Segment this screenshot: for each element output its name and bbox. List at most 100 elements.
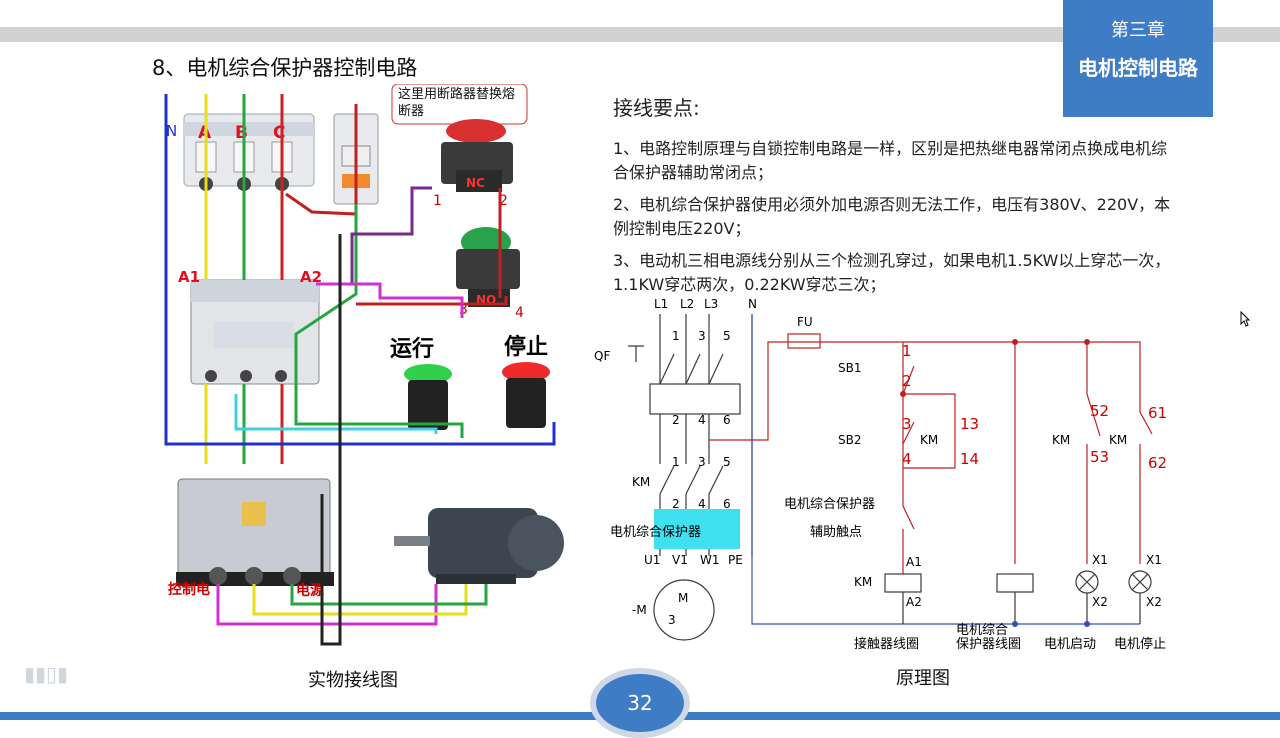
motor-phase-label: 3	[668, 613, 676, 627]
bottom-label-motor-stop: 电机停止	[1114, 636, 1166, 652]
term-mid-2: 2	[672, 413, 680, 427]
phase-label-b: B	[235, 123, 248, 143]
motor-term-w1: W1	[700, 553, 720, 567]
note-item-1: 1、电路控制原理与自锁控制电路是一样，区别是把热继电器常闭点换成电机综合保护器辅…	[613, 139, 1168, 182]
lamp-stop-x2: X2	[1146, 595, 1162, 609]
stop-indicator-lamp	[502, 362, 550, 428]
protector-left-label: 控制电	[168, 581, 210, 598]
contact-num-13: 13	[960, 415, 979, 433]
term-km-1: 1	[672, 455, 680, 469]
bottom-label-contactor-coil: 接触器线圈	[854, 636, 919, 652]
schematic-diagram: L1 L2 L3 N QF FU KM SB1 SB2 KM KM KM 1 3…	[594, 297, 1167, 652]
line-label-n: N	[748, 297, 757, 311]
control-devices	[884, 570, 1152, 624]
stop-label: 停止	[504, 334, 548, 360]
term-km-5: 5	[723, 455, 731, 469]
contact-num-61: 61	[1148, 404, 1167, 422]
nc-terminal-1: 1	[433, 193, 442, 209]
term-top-3: 3	[698, 329, 706, 343]
term-km-4: 4	[698, 497, 706, 511]
term-top-1: 1	[672, 329, 680, 343]
control-wiring	[709, 333, 1153, 574]
line-label-l1: L1	[654, 297, 668, 311]
contact-num-2: 2	[902, 372, 912, 390]
photo-caption: 实物接线图	[308, 670, 398, 691]
motor-term-pe: PE	[728, 553, 743, 567]
phase-label-c: C	[273, 123, 285, 143]
fu-label: FU	[797, 315, 813, 329]
chapter-number: 第三章	[1111, 20, 1165, 41]
note-item-2: 2、电机综合保护器使用必须外加电源否则无法工作，电压有380V、220V，本例控…	[613, 195, 1171, 238]
lamp-run-x2: X2	[1092, 595, 1108, 609]
nc-terminal-2: 2	[499, 193, 508, 209]
lamp-stop-x1: X1	[1146, 553, 1162, 567]
motor-protector	[176, 478, 334, 586]
lamp-run-x1: X1	[1092, 553, 1108, 567]
sb1-label: SB1	[838, 361, 861, 375]
contactor	[190, 279, 320, 385]
qf-label: QF	[594, 349, 610, 363]
coil-a1-label: A1	[178, 268, 200, 286]
motor-term-u1: U1	[644, 553, 660, 567]
motor-m-label: M	[678, 591, 688, 605]
term-mid-4: 4	[698, 413, 706, 427]
km-61-label: KM	[1109, 433, 1127, 447]
contact-num-1: 1	[902, 342, 912, 360]
notes-section: 接线要点: 1、电路控制原理与自锁控制电路是一样，区别是把热继电器常闭点换成电机…	[613, 92, 1173, 305]
nc-label: NC	[466, 176, 485, 190]
term-mid-6: 6	[723, 413, 731, 427]
chapter-tab: 第三章 电机控制电路	[1063, 0, 1213, 117]
slide-title: 8、电机综合保护器控制电路	[152, 56, 418, 80]
wiring-photo-diagram: A B C N 这里用断路器替换熔断器 NC 1 2 NO 3 4 A1 A2 …	[164, 83, 564, 646]
term-km-2: 2	[672, 497, 680, 511]
protector-label: 电机综合保护器	[610, 525, 701, 540]
callout-text: 这里用断路器替换熔断器	[398, 87, 516, 119]
km-main-label: KM	[632, 475, 650, 489]
coil-km-label: KM	[854, 575, 872, 589]
bottom-label-motor-start: 电机启动	[1044, 637, 1096, 652]
coil-a2-label: A2	[906, 595, 922, 609]
aux-contact-label-2: 辅助触点	[810, 525, 862, 540]
km-52-label: KM	[1052, 433, 1070, 447]
motor-tag: -M	[632, 603, 647, 617]
wiring-photo-panel: A B C N 这里用断路器替换熔断器 NC 1 2 NO 3 4 A1 A2 …	[136, 83, 585, 659]
km-aux-label: KM	[920, 433, 938, 447]
run-label: 运行	[390, 336, 434, 362]
page-number: 32	[627, 691, 653, 715]
notes-heading: 接线要点:	[613, 96, 700, 120]
protector-right-label: 电源	[296, 582, 324, 599]
sb2-label: SB2	[838, 433, 861, 447]
bottom-label-protector-2: 保护器线圈	[956, 637, 1021, 652]
page-number-badge: 32	[590, 668, 690, 738]
run-indicator-lamp	[404, 364, 452, 430]
coil-a1-label: A1	[906, 555, 922, 569]
coil-a2-label: A2	[300, 268, 322, 286]
contact-num-62: 62	[1148, 454, 1167, 472]
chapter-title: 电机控制电路	[1078, 56, 1198, 80]
stop-push-button	[441, 119, 513, 192]
wiring-lines	[164, 94, 556, 646]
contact-num-3: 3	[902, 415, 912, 433]
no-terminal-4: 4	[515, 305, 524, 321]
neutral-wiring	[751, 314, 1140, 625]
term-km-6: 6	[723, 497, 731, 511]
note-item-3: 3、电动机三相电源线分别从三个检测孔穿过，如果电机1.5KW以上穿芯一次，1.1…	[613, 251, 1171, 294]
watermark-logo: ▮▮▯▮	[24, 662, 69, 686]
aux-contact-label-1: 电机综合保护器	[784, 497, 875, 512]
mouse-cursor-icon	[1240, 311, 1250, 327]
line-label-l2: L2	[680, 297, 694, 311]
three-phase-motor	[394, 508, 564, 584]
motor-term-v1: V1	[672, 553, 688, 567]
contact-num-4: 4	[902, 450, 912, 468]
contact-num-53: 53	[1090, 448, 1109, 466]
top-bar	[0, 27, 1280, 42]
bottom-label-protector-1: 电机综合	[956, 623, 1008, 638]
neutral-label: N	[166, 122, 177, 140]
term-top-5: 5	[723, 329, 731, 343]
contact-num-14: 14	[960, 450, 979, 468]
contact-num-52: 52	[1090, 402, 1109, 420]
protector-highlight	[654, 509, 740, 549]
line-label-l3: L3	[704, 297, 718, 311]
schematic-panel: L1 L2 L3 N QF FU KM SB1 SB2 KM KM KM 1 3…	[592, 294, 1182, 658]
schematic-caption: 原理图	[896, 668, 950, 689]
